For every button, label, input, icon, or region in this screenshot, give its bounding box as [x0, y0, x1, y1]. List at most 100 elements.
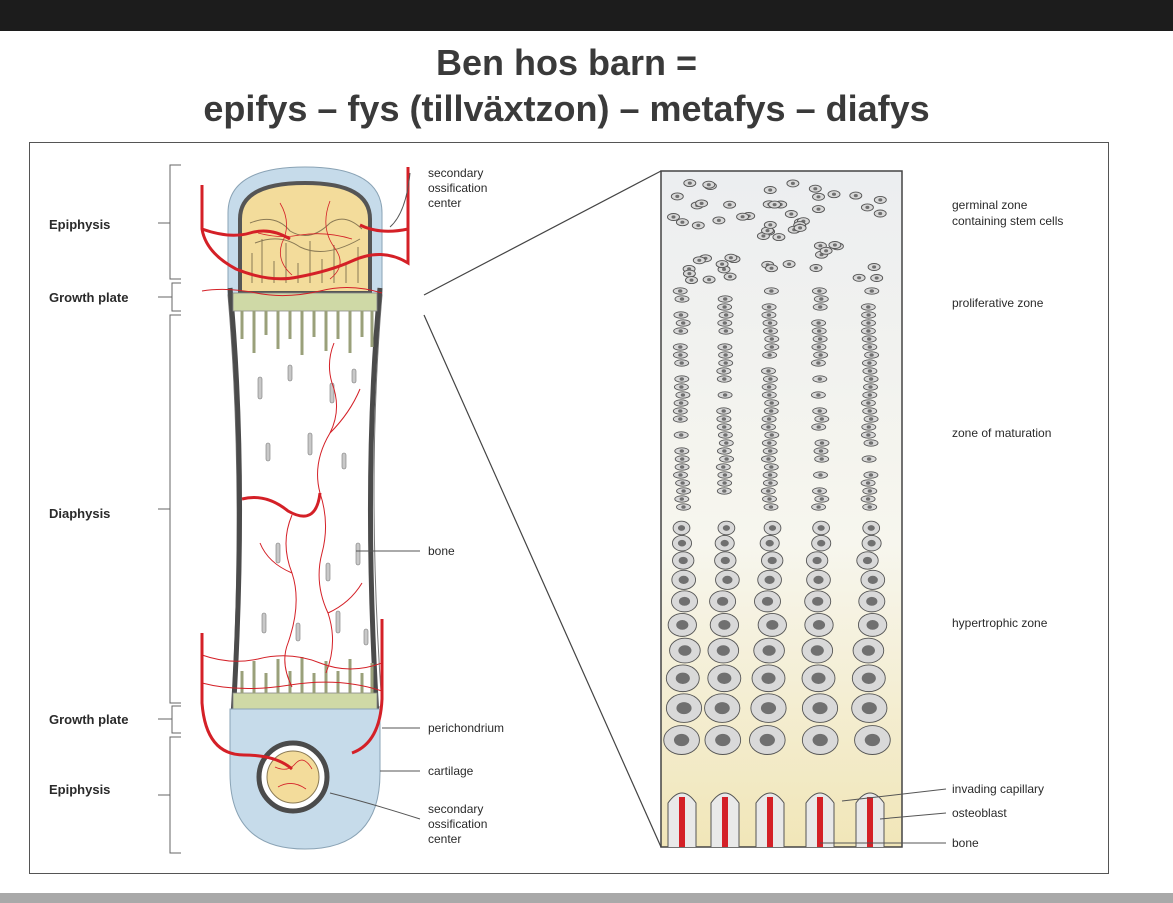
- chondrocyte-nucleus: [727, 203, 732, 207]
- chondrocyte-cells: [663, 179, 891, 755]
- chondrocyte-nucleus: [819, 497, 824, 501]
- chondrocyte-nucleus: [720, 539, 729, 547]
- chondrocyte-nucleus: [819, 297, 824, 301]
- chondrocyte-nucleus: [866, 457, 872, 461]
- chondrocyte-nucleus: [765, 229, 770, 233]
- chondrocyte-nucleus: [718, 620, 731, 630]
- chondrocyte-nucleus: [687, 272, 692, 276]
- chondrocyte-nucleus: [697, 258, 702, 262]
- chondrocyte-nucleus: [818, 244, 823, 248]
- chondrocyte-nucleus: [812, 556, 822, 565]
- chondrocyte-nucleus: [866, 596, 878, 606]
- chondrocyte-nucleus: [865, 481, 871, 485]
- zone-leader-lines: [820, 788, 947, 844]
- chondrocyte-nucleus: [720, 262, 725, 266]
- chondrocyte-nucleus: [681, 489, 686, 493]
- chondrocyte-nucleus: [867, 393, 872, 397]
- chondrocyte-nucleus: [680, 457, 685, 461]
- chondrocyte-nucleus: [817, 377, 822, 381]
- chondrocyte-nucleus: [766, 457, 771, 461]
- metaphyseal-vessels: [201, 287, 383, 692]
- chondrocyte-nucleus: [723, 361, 728, 365]
- chondrocyte-nucleus: [866, 313, 871, 317]
- chondrocyte-nucleus: [678, 345, 683, 349]
- chondrocyte-nucleus: [706, 183, 711, 187]
- chondrocyte-nucleus: [721, 369, 726, 373]
- chondrocyte-nucleus: [812, 620, 826, 630]
- chondrocyte-nucleus: [817, 409, 822, 413]
- chondrocyte-nucleus: [722, 393, 728, 397]
- chondrocyte-nucleus: [867, 409, 872, 413]
- chondrocyte-nucleus: [766, 369, 771, 373]
- chondrocyte-nucleus: [740, 215, 745, 219]
- chondrocyte-nucleus: [760, 702, 777, 715]
- chondrocyte-nucleus: [867, 369, 873, 373]
- invading-capillary: [722, 797, 728, 847]
- chondrocyte-nucleus: [817, 525, 825, 531]
- chondrocyte-nucleus: [817, 329, 822, 333]
- chondrocyte-nucleus: [766, 425, 771, 429]
- label-epiphysis-top: Epiphysis: [49, 217, 110, 232]
- chondrocyte-nucleus: [789, 212, 794, 216]
- chondrocyte-nucleus: [723, 297, 728, 301]
- chondrocyte-nucleus: [768, 223, 773, 227]
- chondrocyte-nucleus: [819, 441, 825, 445]
- chondrocyte-nucleus: [679, 449, 684, 453]
- chondrocyte-nucleus: [676, 620, 689, 630]
- chondrocyte-nucleus: [813, 187, 818, 191]
- chondrocyte-nucleus: [767, 321, 773, 325]
- chondrocyte-nucleus: [768, 449, 773, 453]
- chondrocyte-nucleus: [722, 305, 727, 309]
- chondrocyte-nucleus: [790, 181, 795, 185]
- chondrocyte-nucleus: [818, 305, 823, 309]
- chondrocyte-nucleus: [867, 361, 872, 365]
- chondrocyte-nucleus: [816, 425, 821, 429]
- chondrocyte-nucleus: [853, 194, 858, 198]
- chondrocyte-nucleus: [678, 409, 683, 413]
- chondrocyte-nucleus: [878, 198, 883, 202]
- chondrocyte-nucleus: [866, 425, 871, 429]
- chondrocyte-nucleus: [676, 702, 692, 715]
- invading-capillary: [817, 797, 823, 847]
- main-blood-vessels: [200, 167, 410, 771]
- label-zone-of-maturation: zone of maturation: [952, 426, 1051, 440]
- chondrocyte-nucleus: [679, 377, 684, 381]
- chondrocyte-nucleus: [720, 556, 730, 565]
- chondrocyte-nucleus: [867, 575, 878, 584]
- chondrocyte-nucleus: [766, 489, 771, 493]
- chondrocyte-nucleus: [722, 525, 731, 531]
- chondrocyte-nucleus: [714, 702, 730, 715]
- chondrocyte-nucleus: [787, 262, 792, 266]
- chondrocyte-nucleus: [819, 457, 824, 461]
- chondrocyte-nucleus: [812, 702, 828, 715]
- chondrocyte-nucleus: [776, 235, 781, 239]
- chondrocyte-nucleus: [722, 377, 727, 381]
- chondrocyte-nucleus: [866, 401, 871, 405]
- chondrocyte-nucleus: [707, 278, 712, 282]
- chondrocyte-nucleus: [681, 505, 686, 509]
- chondrocyte-nucleus: [869, 353, 874, 357]
- label-growth-plate-bottom: Growth plate: [49, 712, 128, 727]
- chondrocyte-nucleus: [769, 433, 774, 437]
- chondrocyte-nucleus: [677, 525, 686, 531]
- chondrocyte-nucleus: [678, 473, 683, 477]
- chondrocyte-nucleus: [824, 249, 829, 253]
- chondrocyte-nucleus: [717, 672, 732, 684]
- chondrocyte-nucleus: [723, 329, 729, 333]
- bracket-diaphysis: [169, 314, 181, 704]
- chondrocyte-nucleus: [723, 313, 729, 317]
- chondrocyte-nucleus: [816, 393, 821, 397]
- chondrocyte-nucleus: [671, 215, 676, 219]
- invading-capillary: [867, 797, 873, 847]
- slide-title-line-1: Ben hos barn =: [435, 42, 698, 83]
- chondrocyte-nucleus: [816, 321, 821, 325]
- chondrocyte-nucleus: [679, 497, 684, 501]
- chondrocyte-nucleus: [768, 377, 773, 381]
- region-brackets: [158, 164, 181, 854]
- chondrocyte-nucleus: [689, 278, 694, 282]
- chondrocyte-nucleus: [866, 305, 871, 309]
- chondrocyte-nucleus: [767, 441, 772, 445]
- chondrocyte-nucleus: [679, 297, 685, 301]
- chondrocyte-nucleus: [769, 337, 774, 341]
- chondrocyte-nucleus: [864, 733, 881, 747]
